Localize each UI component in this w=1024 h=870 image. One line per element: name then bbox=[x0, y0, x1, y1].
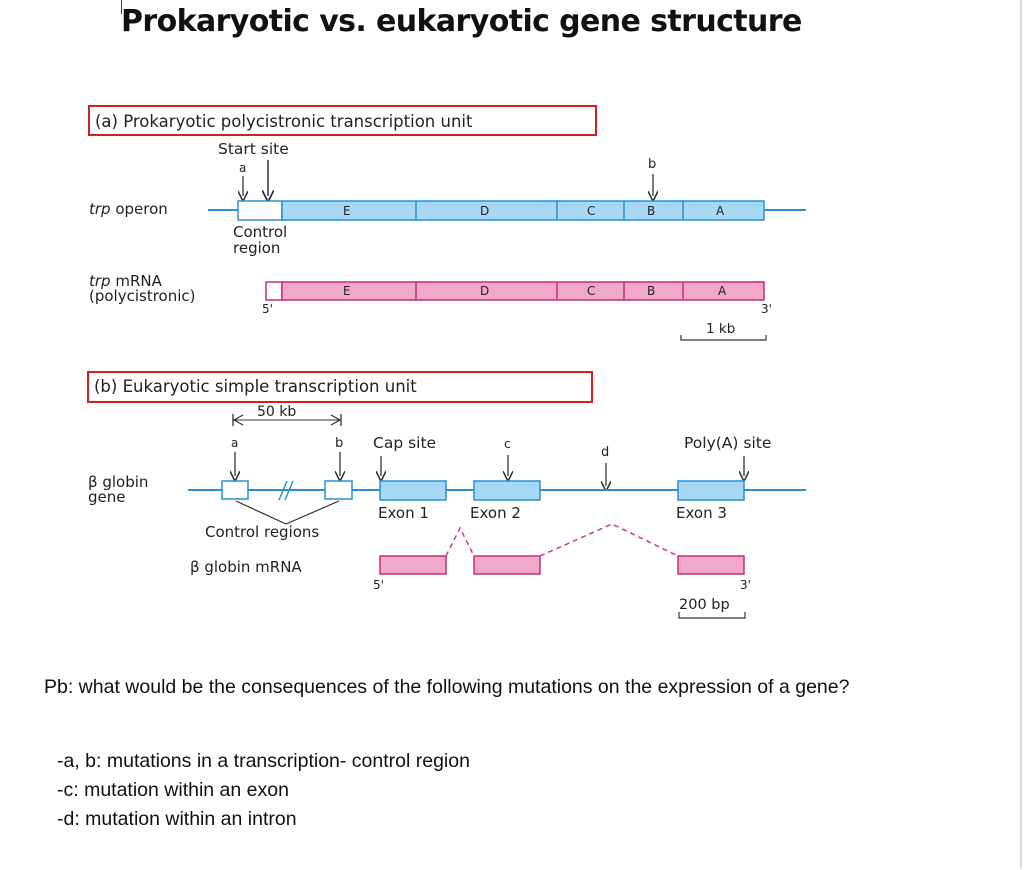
site-a-euk: a bbox=[231, 436, 238, 450]
scale-50kb-right-arrow bbox=[330, 414, 342, 426]
scale-50kb-label: 50 kb bbox=[257, 404, 296, 420]
gene-e-label: E bbox=[343, 204, 351, 218]
answer-c: -c: mutation within an exon bbox=[57, 779, 289, 801]
mrna-a-label: A bbox=[718, 284, 727, 298]
splice-line-intron-1 bbox=[445, 526, 475, 557]
polycistronic-label: (polycistronic) bbox=[89, 287, 196, 305]
control-region-label-2: region bbox=[233, 239, 280, 257]
operon-gene-bar bbox=[281, 200, 765, 221]
control-regions-bracket bbox=[235, 500, 340, 525]
site-b-euk: b bbox=[335, 436, 343, 451]
exon-2-label: Exon 2 bbox=[470, 504, 521, 522]
mrna-exon-1 bbox=[379, 555, 447, 575]
polya-site-label: Poly(A) site bbox=[684, 434, 771, 452]
trp-mrna-label: trp mRNA bbox=[89, 272, 163, 290]
gene-break-mark bbox=[284, 480, 294, 501]
site-d-euk: d bbox=[601, 445, 609, 460]
exon-3-label: Exon 3 bbox=[676, 504, 727, 522]
exon-1-box bbox=[379, 480, 447, 501]
page-title: Prokaryotic vs. eukaryotic gene structur… bbox=[121, 4, 802, 39]
mrna-exon-3 bbox=[677, 555, 745, 575]
three-prime-b: 3' bbox=[740, 578, 751, 592]
beta-globin-gene-label-2: gene bbox=[88, 488, 126, 506]
panel-a-heading-box bbox=[88, 105, 597, 136]
control-region-b-box bbox=[324, 480, 353, 500]
scale-50kb-left-arrow bbox=[232, 414, 244, 426]
five-prime-b: 5' bbox=[373, 578, 384, 592]
scale-200bp-label: 200 bp bbox=[679, 597, 730, 613]
control-region-label-1: Control bbox=[233, 223, 287, 241]
mrna-c-label: C bbox=[587, 284, 595, 298]
text-cursor bbox=[121, 0, 122, 14]
cap-site-label: Cap site bbox=[373, 434, 436, 452]
scale-bar-1kb bbox=[680, 335, 767, 341]
five-prime-a: 5' bbox=[262, 302, 273, 316]
gene-break-mark bbox=[278, 480, 288, 501]
gene-d-label: D bbox=[480, 204, 489, 218]
mrna-d-label: D bbox=[480, 284, 489, 298]
splice-line-intron-2 bbox=[539, 523, 679, 557]
scale-1kb-label: 1 kb bbox=[706, 321, 735, 337]
site-c-euk: c bbox=[504, 437, 511, 451]
panel-b-heading-box bbox=[87, 371, 593, 403]
control-regions-label: Control regions bbox=[205, 523, 319, 541]
mrna-cap-box bbox=[265, 281, 283, 301]
beta-globin-gene-label-1: β globin bbox=[88, 473, 148, 491]
site-a-label: a bbox=[239, 161, 246, 175]
three-prime-a: 3' bbox=[761, 302, 772, 316]
gene-a-label: A bbox=[716, 204, 725, 218]
control-region-a-box bbox=[221, 480, 249, 500]
mrna-e-label: E bbox=[343, 284, 351, 298]
mrna-exon-2 bbox=[473, 555, 541, 575]
beta-globin-mrna-label: β globin mRNA bbox=[190, 558, 302, 576]
start-site-label: Start site bbox=[218, 140, 289, 158]
answer-d: -d: mutation within an intron bbox=[57, 808, 297, 830]
trp-operon-label: trp operon bbox=[89, 200, 168, 218]
gene-structure-figure: (a) Prokaryotic polycistronic transcript… bbox=[87, 105, 806, 619]
exon-1-label: Exon 1 bbox=[378, 504, 429, 522]
panel-a-heading: (a) Prokaryotic polycistronic transcript… bbox=[95, 112, 473, 131]
control-region-box bbox=[237, 200, 283, 221]
site-b-label: b bbox=[648, 157, 656, 172]
scale-bar-200bp bbox=[678, 612, 746, 619]
mrna-b-label: B bbox=[647, 284, 655, 298]
gene-c-label: C bbox=[587, 204, 595, 218]
panel-b-heading: (b) Eukaryotic simple transcription unit bbox=[94, 377, 417, 396]
gene-b-label: B bbox=[647, 204, 655, 218]
answer-ab: -a, b: mutations in a transcription- con… bbox=[57, 750, 470, 772]
exon-2-box bbox=[473, 480, 541, 501]
problem-statement: Pb: what would be the consequences of th… bbox=[44, 676, 850, 698]
polycistronic-mrna-bar bbox=[281, 281, 765, 301]
exon-3-box bbox=[677, 480, 745, 501]
